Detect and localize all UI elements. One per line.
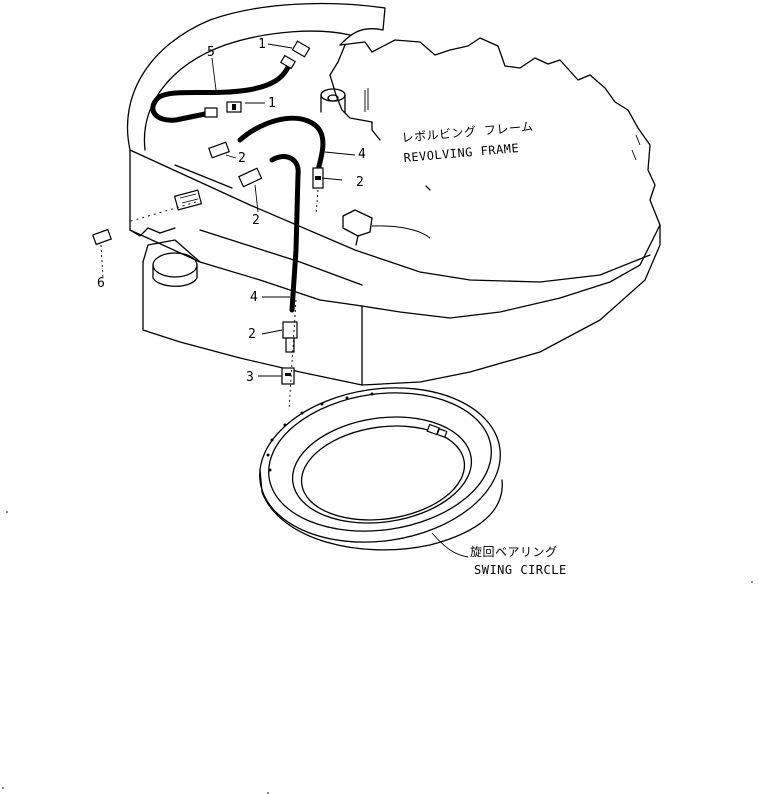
frame-label-en: REVOLVING FRAME <box>403 141 520 165</box>
leader-lines <box>211 43 356 377</box>
callout-2-b: 2 <box>252 213 260 228</box>
fitting-2-a <box>208 141 230 159</box>
fittings <box>92 40 324 411</box>
callout-3: 3 <box>246 370 254 385</box>
callout-1-top: 1 <box>258 37 266 52</box>
callouts: 1 5 1 2 4 2 2 6 4 2 3 <box>97 37 366 385</box>
hoses <box>150 59 326 313</box>
fitting-6 <box>92 228 112 246</box>
fitting-1-mid <box>204 101 242 118</box>
callout-2-a: 2 <box>238 151 246 166</box>
circle-label-jp: 旋回ベアリング <box>470 545 558 559</box>
swing-circle <box>259 387 503 558</box>
callout-4-lower: 4 <box>250 290 258 305</box>
fitting-1-top <box>279 40 311 70</box>
callout-5: 5 <box>207 45 215 60</box>
scan-specks <box>2 511 753 794</box>
fitting-3 <box>281 367 295 385</box>
callout-4-upper: 4 <box>358 147 366 162</box>
hose-4-upper <box>237 115 326 173</box>
revolving-frame <box>126 2 661 386</box>
callout-1-mid: 1 <box>268 96 276 111</box>
fitting-2-b <box>238 167 263 188</box>
callout-2-d: 2 <box>248 327 256 342</box>
callout-2-c: 2 <box>356 175 364 190</box>
hose-5 <box>150 59 293 123</box>
fitting-2-c <box>312 167 324 189</box>
fitting-2-d <box>282 321 298 353</box>
callout-6: 6 <box>97 276 105 291</box>
junction-block <box>173 189 203 211</box>
hose-4-vertical <box>269 154 301 313</box>
circle-label-en: SWING CIRCLE <box>474 563 567 577</box>
